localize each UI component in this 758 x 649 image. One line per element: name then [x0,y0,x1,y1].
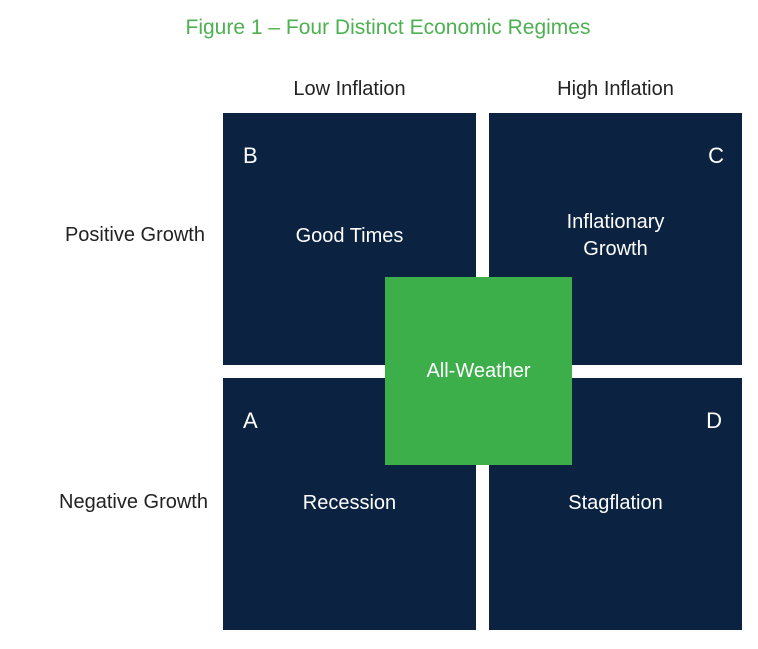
quadrant-label: Good Times [295,225,404,247]
all-weather-box: All-Weather [385,277,572,465]
quadrant-label: Recession [302,492,397,514]
figure-title: Figure 1 – Four Distinct Economic Regime… [185,16,591,39]
quadrant-label: Stagflation [568,492,663,514]
quadrant-letter: A [243,408,258,433]
quadrant-letter: B [243,143,258,168]
row-header-negative-growth: Negative Growth [59,491,208,513]
quadrant-label: Inflationary Growth [566,211,665,260]
column-header-high-inflation: High Inflation [557,78,674,100]
column-header-low-inflation: Low Inflation [293,78,406,100]
quadrant-b: B Good Times [223,113,476,365]
quadrant-letter: C [708,143,724,168]
quadrant-letter: D [706,408,722,433]
all-weather-label: All-Weather [426,359,531,382]
quadrant-c: C Inflationary Growth [489,113,742,365]
row-header-positive-growth: Positive Growth [64,224,205,246]
